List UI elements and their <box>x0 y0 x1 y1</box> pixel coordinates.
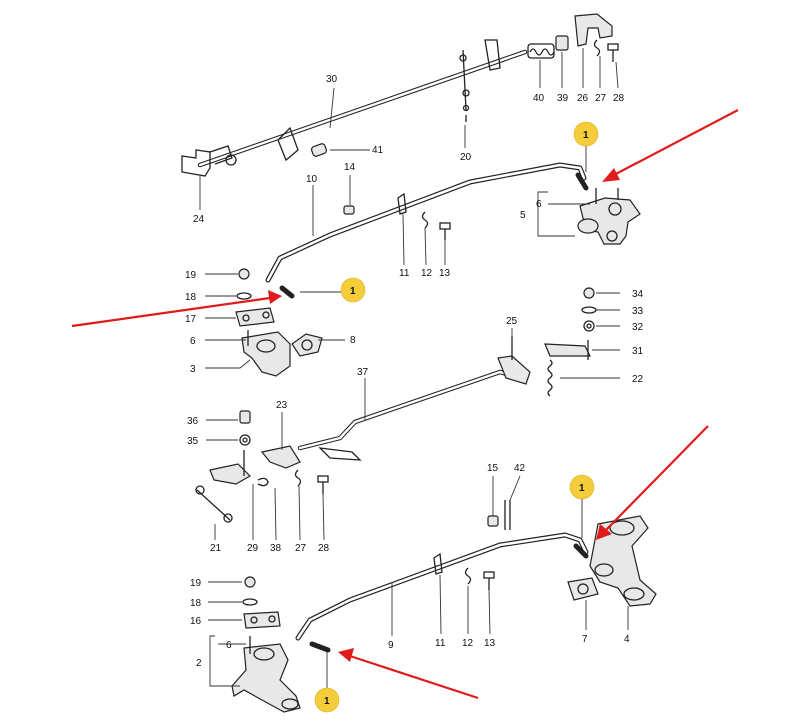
svg-text:1: 1 <box>324 696 330 707</box>
arrow-lower-right <box>596 425 709 540</box>
callout-42: 42 <box>514 463 526 474</box>
callout-6-upper-right: 6 <box>536 199 542 210</box>
bolt-part-28 <box>607 43 619 62</box>
callout-5: 5 <box>520 210 526 221</box>
callout-31: 31 <box>632 346 644 357</box>
upper-pipe-assembly <box>265 162 589 299</box>
callout-39: 39 <box>557 93 569 104</box>
middle-linkage <box>195 287 620 541</box>
callout-40: 40 <box>533 93 545 104</box>
badge-1-lower-right: 1 <box>569 474 595 500</box>
callout-27: 27 <box>595 93 607 104</box>
lower-left-manifold <box>208 576 301 713</box>
callout-29: 29 <box>247 543 259 554</box>
callout-19-lower: 19 <box>190 578 202 589</box>
upper-right-manifold <box>537 188 641 245</box>
callout-4: 4 <box>624 634 630 645</box>
callout-37: 37 <box>357 367 369 378</box>
callout-14: 14 <box>344 162 356 173</box>
callout-16: 16 <box>190 616 202 627</box>
arrow-upper-left <box>71 290 282 328</box>
callout-12-upper: 12 <box>421 268 433 279</box>
svg-text:1: 1 <box>350 286 356 297</box>
callout-6-upper-left: 6 <box>190 336 196 347</box>
callout-25: 25 <box>506 316 518 327</box>
callout-3: 3 <box>190 364 196 375</box>
callout-19-upper: 19 <box>185 270 197 281</box>
svg-text:1: 1 <box>579 483 585 494</box>
callout-2: 2 <box>196 658 202 669</box>
callout-18-lower: 18 <box>190 598 202 609</box>
callout-11-lower: 11 <box>435 638 446 649</box>
callout-21: 21 <box>210 543 222 554</box>
callout-26: 26 <box>577 93 589 104</box>
upper-left-manifold <box>205 268 345 377</box>
lower-pipe-assembly <box>295 475 589 653</box>
arrow-lower-left <box>338 648 479 700</box>
callout-28: 28 <box>613 93 625 104</box>
callout-28-middle: 28 <box>318 543 330 554</box>
callout-6-lower: 6 <box>226 640 232 651</box>
callout-13-lower: 13 <box>484 638 496 649</box>
callout-20: 20 <box>460 152 472 163</box>
callout-15: 15 <box>487 463 499 474</box>
callout-35: 35 <box>187 436 199 447</box>
callout-22: 22 <box>632 374 644 385</box>
callout-23: 23 <box>276 400 288 411</box>
callout-numbers: 30 41 14 10 20 40 39 26 27 28 24 11 12 1… <box>185 74 644 669</box>
cross-shaft-assembly <box>181 13 619 215</box>
callout-18-upper: 18 <box>185 292 197 303</box>
callout-24: 24 <box>193 214 205 225</box>
badge-1-lower-left: 1 <box>314 687 340 713</box>
callout-17: 17 <box>185 314 197 325</box>
svg-text:1: 1 <box>583 130 589 141</box>
spring-part-40 <box>527 43 555 59</box>
callout-10: 10 <box>306 174 318 185</box>
callout-38: 38 <box>270 543 282 554</box>
callout-9: 9 <box>388 640 394 651</box>
badge-1-upper-left: 1 <box>340 277 366 303</box>
callout-13-upper: 13 <box>439 268 451 279</box>
callout-33: 33 <box>632 306 644 317</box>
callout-34: 34 <box>632 289 644 300</box>
lower-right-manifold <box>567 515 657 630</box>
callout-27-middle: 27 <box>295 543 307 554</box>
callout-7: 7 <box>582 634 588 645</box>
callout-41: 41 <box>372 145 384 156</box>
arrow-upper-right <box>602 109 739 182</box>
callout-11-upper: 11 <box>399 268 410 279</box>
badge-1-upper-right: 1 <box>573 121 599 147</box>
callout-8: 8 <box>350 335 356 346</box>
callout-12-lower: 12 <box>462 638 474 649</box>
callout-30: 30 <box>326 74 338 85</box>
red-arrows <box>71 109 739 700</box>
callout-32: 32 <box>632 322 644 333</box>
callout-36: 36 <box>187 416 199 427</box>
highlight-badges: 1 1 1 1 <box>314 121 599 713</box>
